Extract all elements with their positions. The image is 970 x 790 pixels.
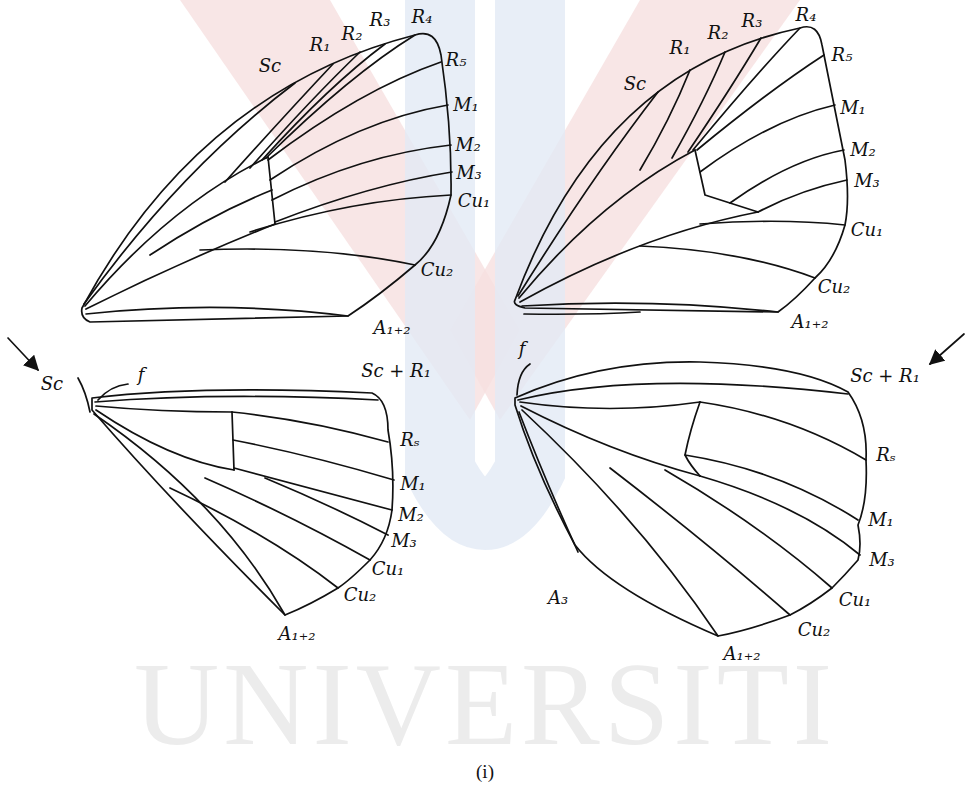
vein-label: R₃ <box>742 11 763 31</box>
vein-label: Cu₂ <box>818 277 851 297</box>
vein-label: A₁₊₂ <box>279 624 316 644</box>
vein-label: A₃ <box>548 588 568 608</box>
vein-label: Sc + R₁ <box>850 366 920 386</box>
vein-label: Cu₂ <box>421 260 454 280</box>
vein-label: M₁ <box>453 95 479 115</box>
figure-caption: (i) <box>476 762 494 783</box>
vein-label: M₃ <box>456 163 482 183</box>
vein-label: Cu₁ <box>372 559 405 579</box>
vein-label: Cu₁ <box>839 590 872 610</box>
vein-label: R₂ <box>708 23 729 43</box>
vein-label: Rₛ <box>400 430 420 450</box>
vein-label: R₄ <box>412 7 433 27</box>
vein-label: R₁ <box>670 38 691 58</box>
vein-label: M₃ <box>391 531 417 551</box>
vein-label: R₅ <box>832 45 853 65</box>
vein-label: M₁ <box>840 98 866 118</box>
vein-label: Cu₁ <box>851 220 884 240</box>
vein-label: M₁ <box>400 474 426 494</box>
vein-label: A₁₊₂ <box>792 312 829 332</box>
vein-label: R₅ <box>446 50 467 70</box>
vein-label: M₂ <box>398 505 424 525</box>
vein-label: M₃ <box>854 171 880 191</box>
vein-label: Sc <box>259 56 281 76</box>
vein-label: Cu₂ <box>344 585 377 605</box>
vein-label: M₂ <box>850 140 876 160</box>
vein-label: M₁ <box>868 510 894 530</box>
vein-label: Sc <box>624 74 646 94</box>
vein-label: Sc <box>41 374 63 394</box>
vein-label: M₂ <box>455 135 481 155</box>
vein-label: A₁₊₂ <box>374 318 411 338</box>
vein-label: Cu₂ <box>798 620 831 640</box>
vein-label: R₃ <box>370 10 391 30</box>
vein-label: R₂ <box>342 24 363 44</box>
vein-label: R₁ <box>310 35 331 55</box>
vein-label: Cu₁ <box>458 191 491 211</box>
vein-label: Rₛ <box>876 445 896 465</box>
vein-label: M₃ <box>869 550 895 570</box>
vein-label: R₄ <box>796 5 817 25</box>
vein-label: f <box>138 365 145 385</box>
vein-label: f <box>519 339 526 359</box>
vein-label: A₁₊₂ <box>724 644 761 664</box>
vein-label: Sc + R₁ <box>361 361 431 381</box>
